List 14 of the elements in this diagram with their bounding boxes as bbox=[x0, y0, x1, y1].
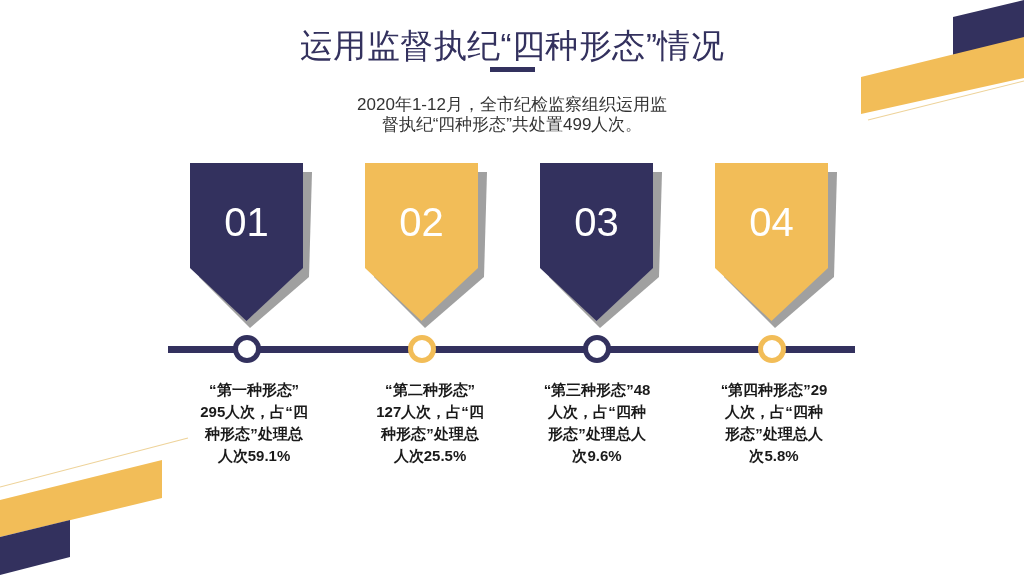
title: 运用监督执纪“四种形态”情况 bbox=[298, 27, 726, 65]
step-number: 01 bbox=[223, 200, 270, 244]
pentagon-marker bbox=[540, 163, 662, 328]
step-description: “第四种形态”29人次，占“四种形态”处理总人次5.8% bbox=[719, 380, 829, 466]
subtitle: 2020年1-12月，全市纪检监察组织运用监督执纪“四种形态”共处置499人次。 bbox=[356, 95, 668, 135]
step-description: “第三种形态”48人次，占“四种形态”处理总人次9.6% bbox=[542, 380, 652, 466]
step-number: 02 bbox=[398, 200, 445, 244]
pentagon-marker bbox=[365, 163, 487, 328]
step-number: 03 bbox=[573, 200, 620, 244]
pentagon-marker bbox=[190, 163, 312, 328]
step-description: “第一种形态”295人次，占“四种形态”处理总人次59.1% bbox=[199, 380, 309, 466]
pentagon-marker bbox=[715, 163, 837, 328]
step-number: 04 bbox=[748, 200, 795, 244]
step-description: “第二种形态”127人次，占“四种形态”处理总人次25.5% bbox=[375, 380, 485, 466]
